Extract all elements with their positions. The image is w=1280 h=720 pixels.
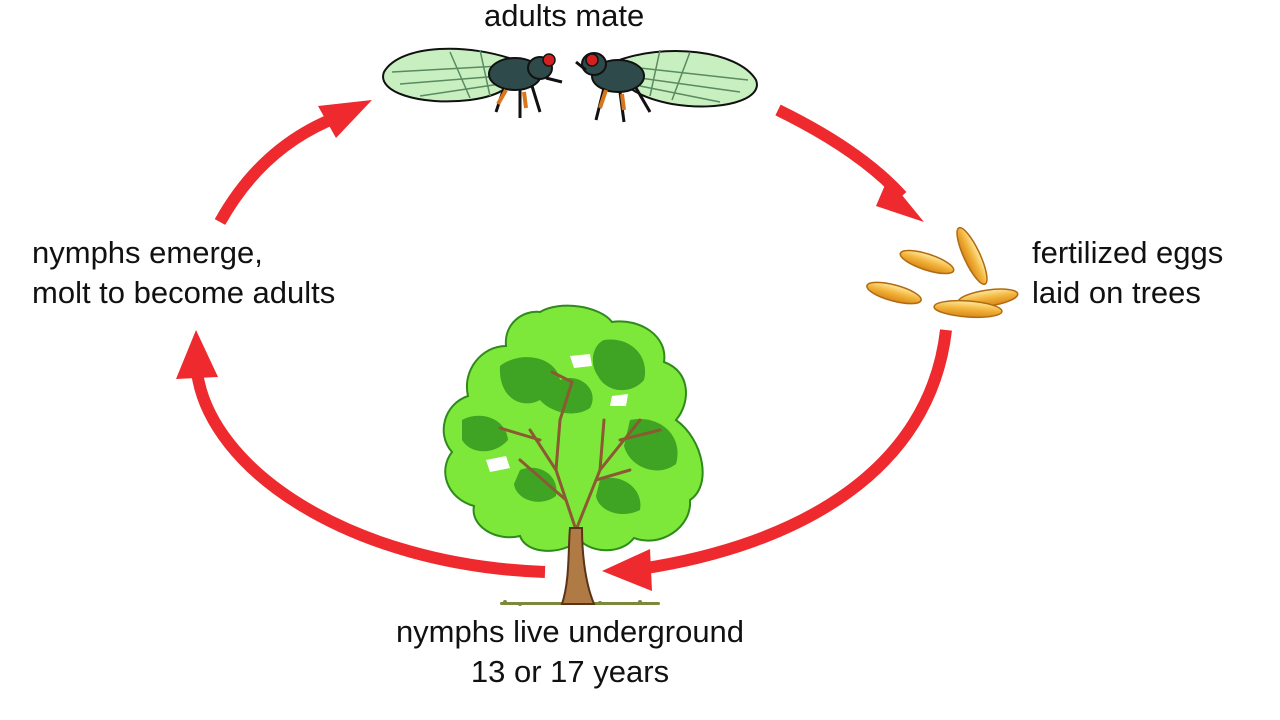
eggs-text-line2: laid on trees: [1032, 275, 1201, 310]
emerge-text-line2: molt to become adults: [32, 275, 336, 310]
emerge-text-line1: nymphs emerge,: [32, 235, 263, 270]
cicada-icon: [382, 47, 758, 123]
egg-icon: [866, 226, 1019, 319]
cicada-right: [575, 49, 758, 123]
underground-text-line1: nymphs live underground: [395, 614, 745, 649]
arrow-eggs-to-nymphs: [602, 329, 952, 591]
stage-label-adults-mate: adults mate: [484, 0, 644, 36]
eggs-text-line1: fertilized eggs: [1032, 235, 1224, 270]
underground-text-line2: 13 or 17 years: [470, 654, 670, 689]
cicada-left: [382, 47, 563, 118]
stage-label-underground: nymphs live underground 13 or 17 years: [0, 612, 1140, 692]
adults-mate-text: adults mate: [484, 0, 645, 33]
tree-icon: [442, 304, 704, 606]
arrow-adults-to-eggs: [775, 104, 924, 222]
arrow-emerge-to-adults: [214, 100, 372, 225]
arrow-nymphs-to-emerge: [176, 330, 546, 578]
stage-label-emerge: nymphs emerge, molt to become adults: [32, 233, 335, 313]
stage-label-eggs: fertilized eggs laid on trees: [1032, 233, 1223, 313]
